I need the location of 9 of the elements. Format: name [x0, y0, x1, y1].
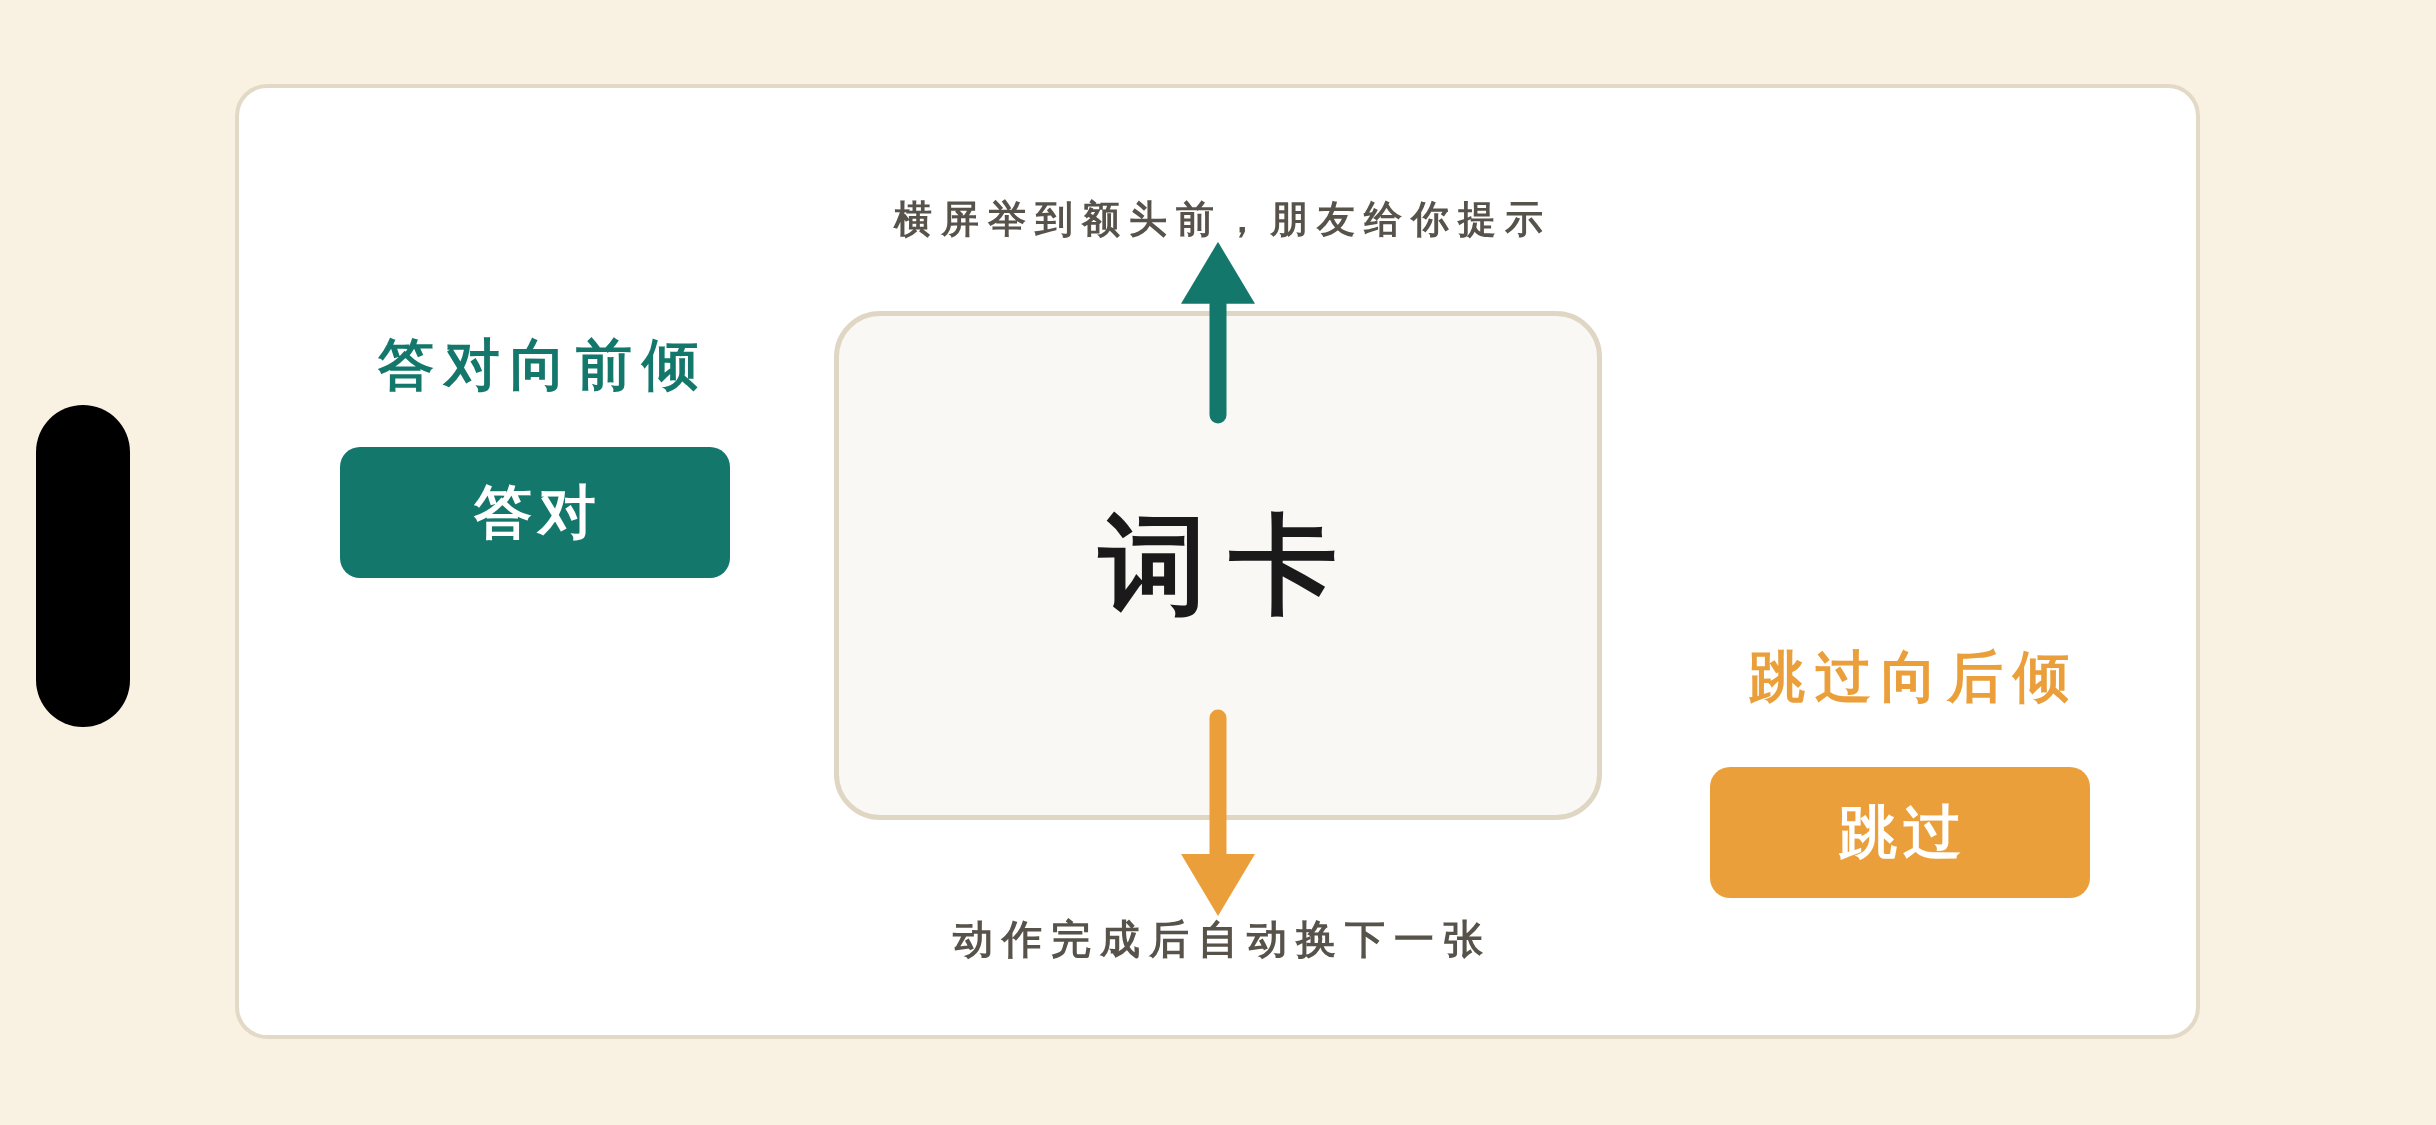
skip-button: 跳过	[1710, 767, 2090, 898]
word-card: 词卡	[834, 311, 1602, 820]
instruction-text: 横屏举到额头前，朋友给你提示	[884, 198, 1552, 242]
arrow	[1181, 241, 1255, 424]
gesture-hint: 跳过向后倾	[1748, 644, 2079, 710]
gesture-hint: 答对向前倾	[377, 332, 708, 398]
arrow	[1181, 709, 1255, 916]
hint-text: 动作完成后自动换下一张	[944, 916, 1492, 962]
answer-button: 答对	[340, 447, 730, 578]
